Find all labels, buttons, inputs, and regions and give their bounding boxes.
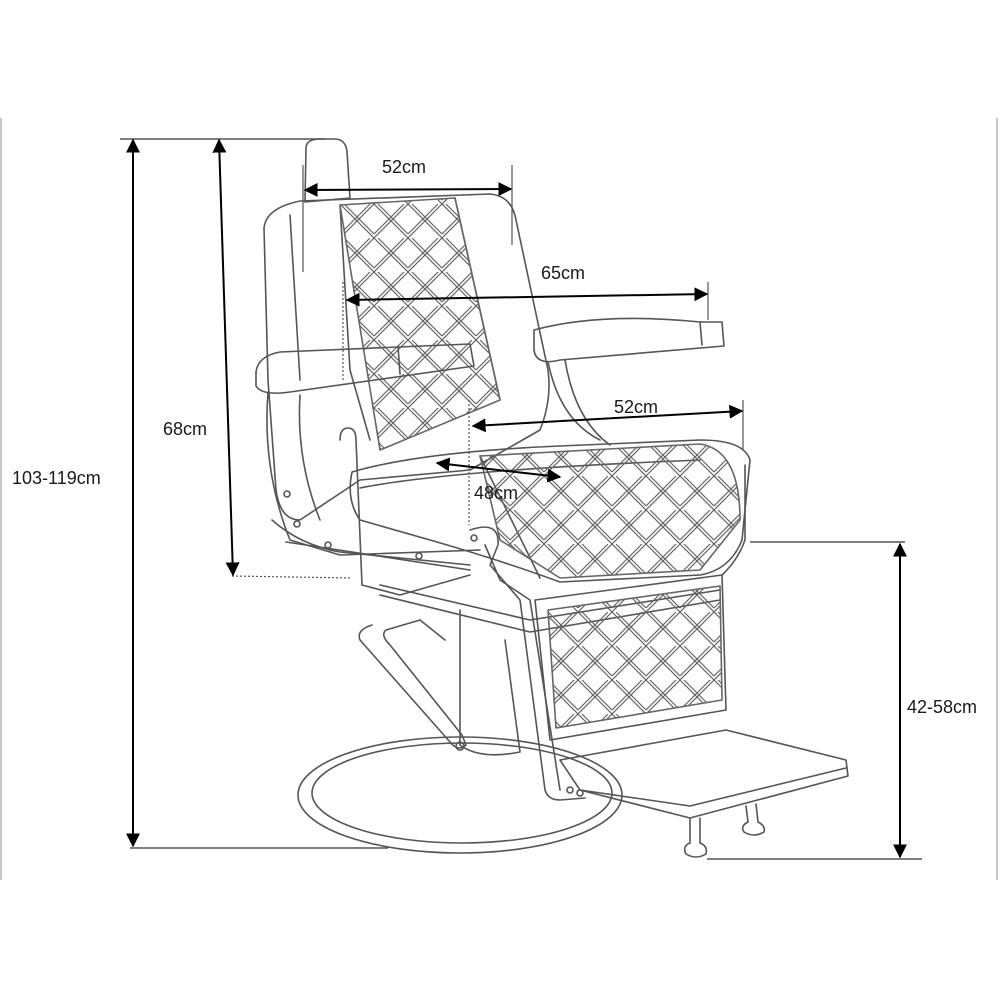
dim-overall-depth — [345, 287, 709, 307]
label-backrest-height: 68cm — [163, 419, 208, 439]
dimension-lines — [120, 138, 922, 860]
armrest-left — [255, 343, 475, 394]
frame-border-right — [996, 118, 998, 880]
recline-lever — [339, 427, 471, 596]
dim-backrest-width — [303, 182, 513, 197]
label-seat-height: 42-58cm — [907, 697, 978, 717]
frame-border-left — [0, 118, 2, 880]
pump-pedal — [358, 619, 467, 749]
dim-seat-width — [471, 404, 744, 433]
label-total-height: 103-119cm — [12, 468, 101, 488]
label-backrest-width: 52cm — [382, 157, 427, 177]
backrest — [263, 193, 550, 521]
chair-outline — [255, 138, 849, 858]
label-overall-depth: 65cm — [541, 263, 586, 283]
label-seat-depth: 48cm — [474, 483, 519, 503]
headrest — [304, 138, 351, 203]
round-base — [297, 736, 623, 854]
footrest — [559, 729, 849, 819]
seat-cushion — [349, 439, 751, 583]
dim-seat-depth — [435, 457, 562, 483]
hydraulic-column — [459, 609, 521, 756]
front-panel — [534, 574, 727, 741]
armrest-right — [533, 317, 725, 363]
label-seat-width: 52cm — [614, 397, 659, 417]
dim-backrest-height — [212, 138, 240, 577]
